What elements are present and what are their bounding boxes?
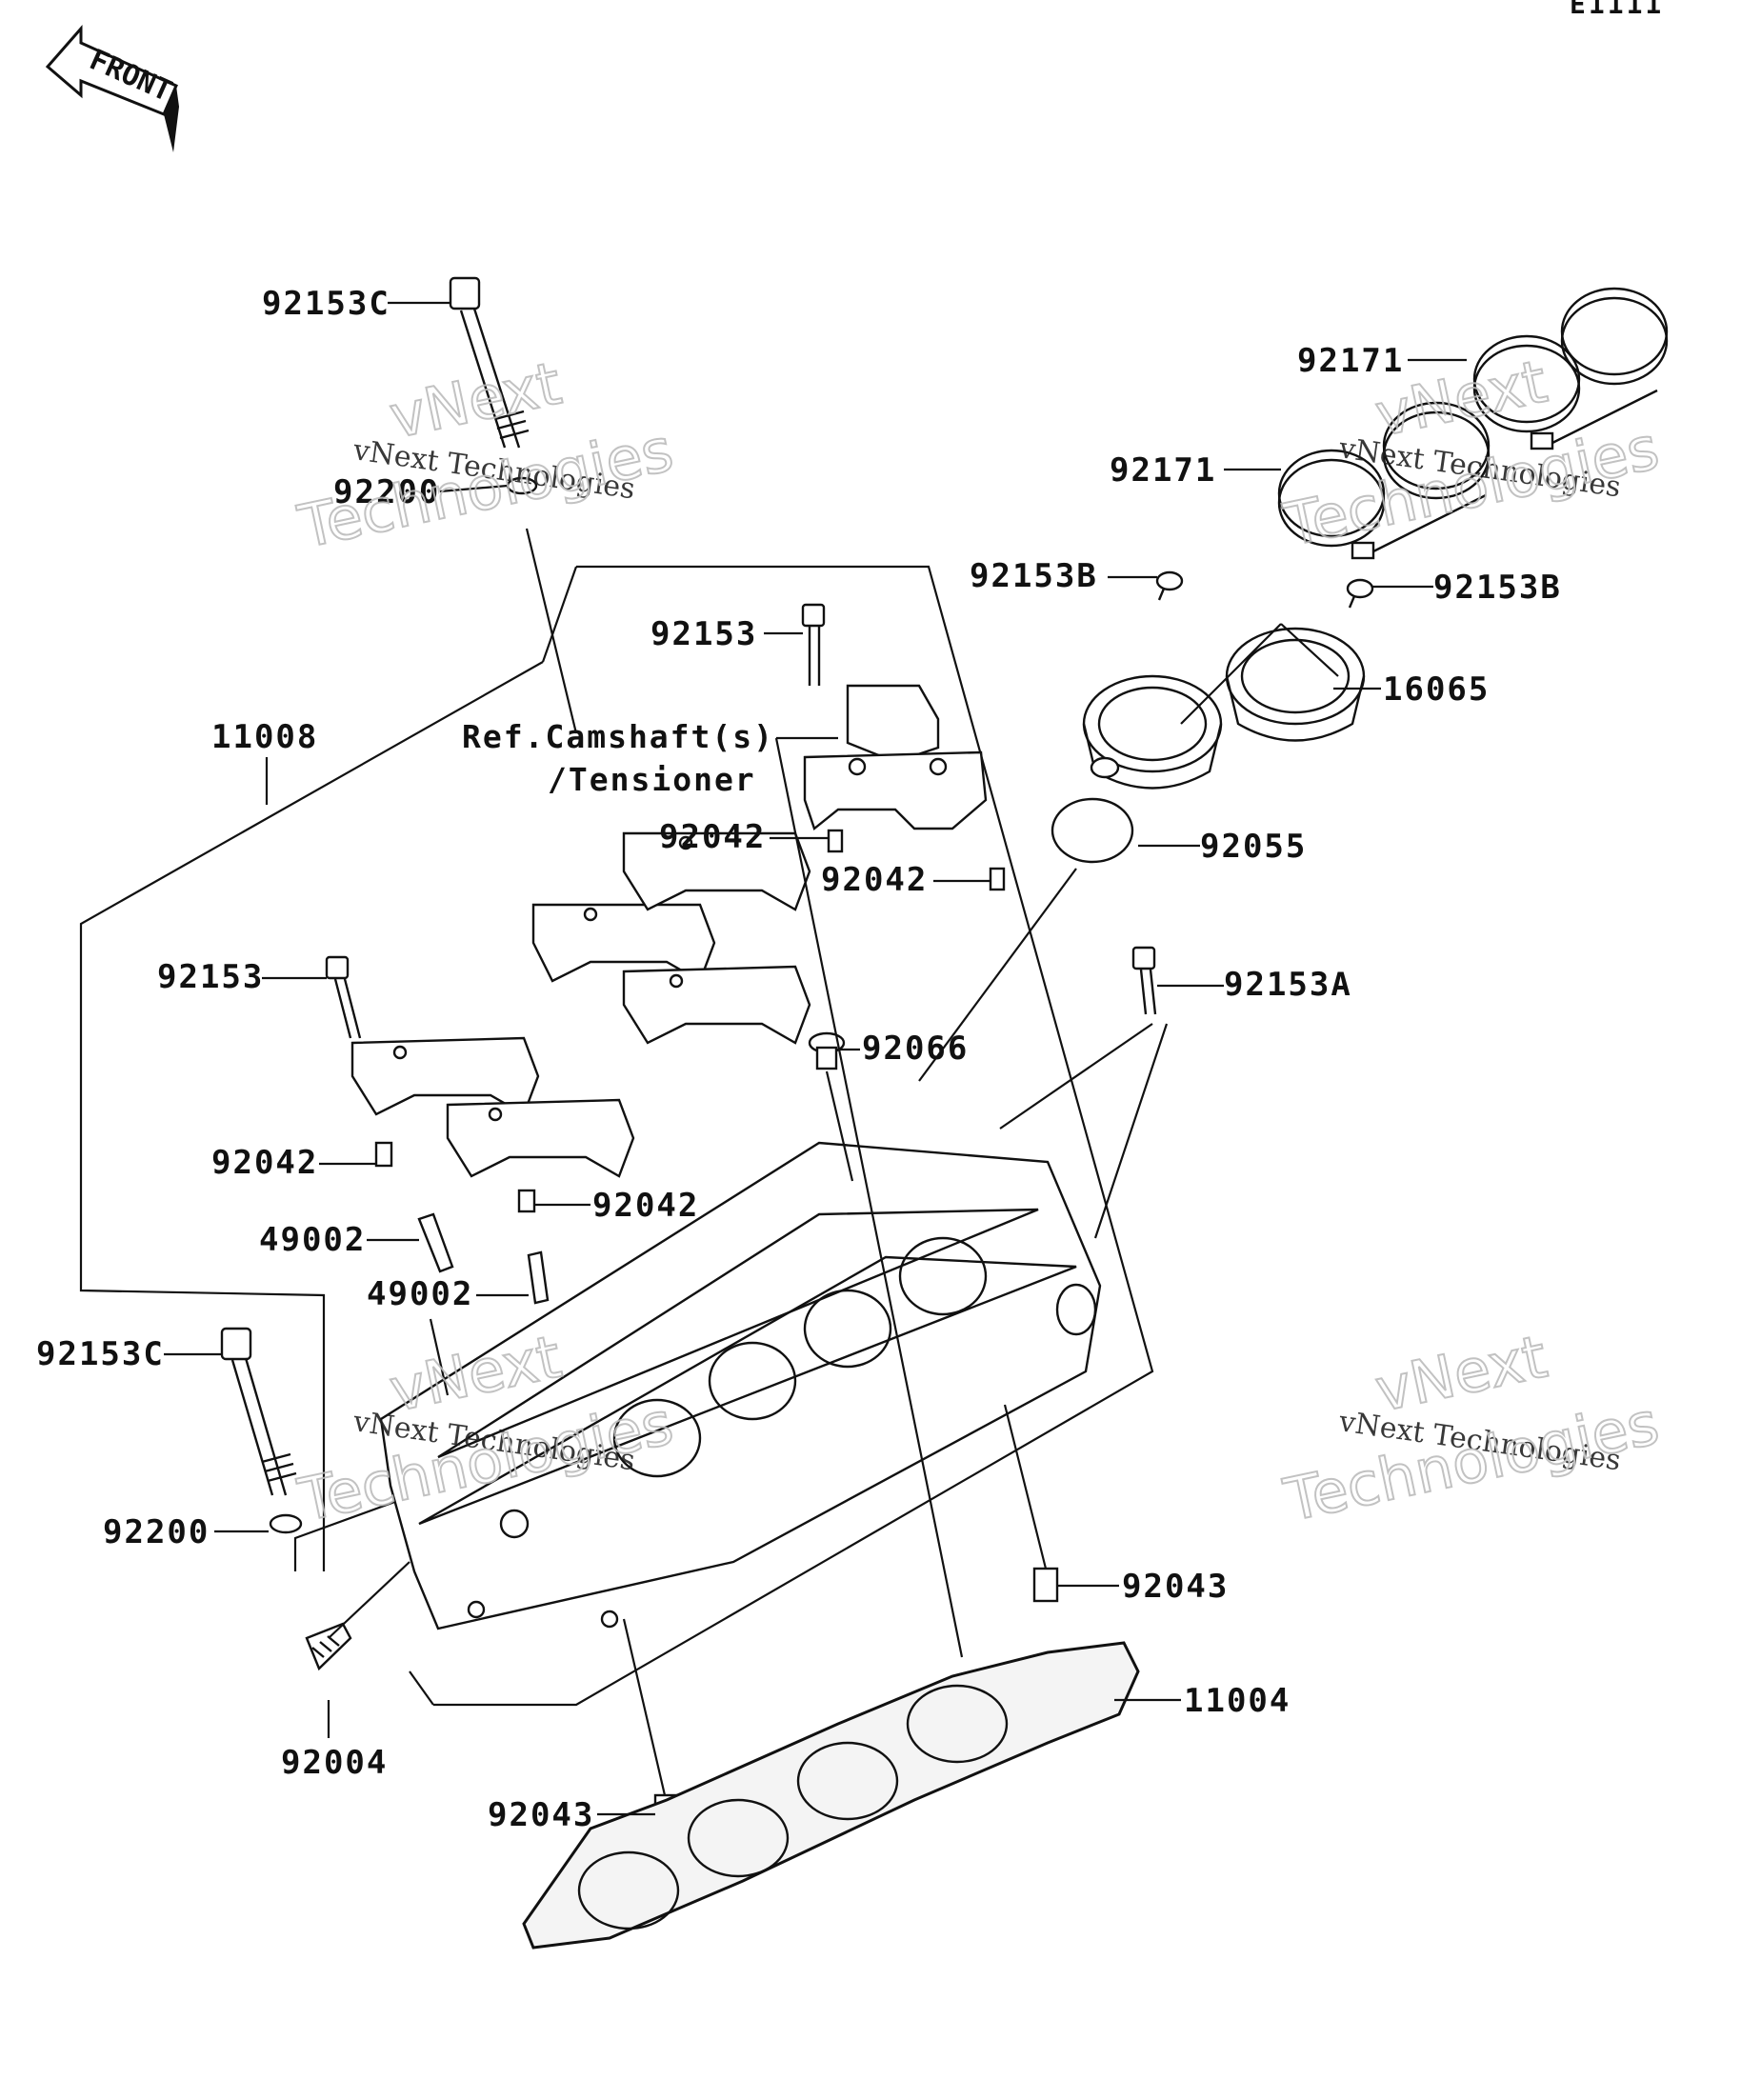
callout-92055: 92055 bbox=[1200, 828, 1307, 866]
plug-92066 bbox=[808, 1031, 846, 1070]
bolt-92153c-top bbox=[449, 276, 530, 449]
dowel-92043-right bbox=[1032, 1567, 1059, 1603]
stud-92004 bbox=[305, 1622, 352, 1671]
callout-92042-lower-b: 92042 bbox=[592, 1187, 699, 1225]
reference-note-line1: Ref.Camshaft(s) bbox=[462, 718, 774, 755]
callout-49002-a: 49002 bbox=[259, 1221, 366, 1259]
reference-note: Ref.Camshaft(s) /Tensioner bbox=[462, 718, 774, 798]
washer-92200-lower bbox=[269, 1513, 303, 1534]
callout-92153c-top: 92153C bbox=[262, 285, 390, 323]
callout-92042-lower-a: 92042 bbox=[211, 1144, 318, 1182]
callout-11004: 11004 bbox=[1184, 1682, 1291, 1720]
callout-92200-lower: 92200 bbox=[103, 1513, 210, 1551]
bolt-92153a bbox=[1131, 946, 1157, 1015]
callout-49002-b: 49002 bbox=[367, 1275, 473, 1313]
callout-92043-right: 92043 bbox=[1122, 1568, 1229, 1606]
watermark: vNext Technologies vNext Technologies vN… bbox=[291, 346, 1666, 1536]
cylinder-head-11008 bbox=[379, 1141, 1102, 1630]
callout-16065: 16065 bbox=[1383, 670, 1490, 709]
callout-92200-top: 92200 bbox=[333, 473, 440, 511]
o-ring-92055 bbox=[1051, 797, 1134, 864]
watermark-large-1a: vNext bbox=[384, 349, 567, 452]
callout-11008: 11008 bbox=[211, 718, 318, 756]
corner-code: E1111 bbox=[1570, 0, 1664, 20]
callout-92153a: 92153A bbox=[1224, 966, 1352, 1004]
callout-92153-left: 92153 bbox=[157, 958, 264, 996]
dowel-92042-d bbox=[517, 1189, 536, 1213]
callout-92004: 92004 bbox=[281, 1744, 388, 1782]
bolt-92153-upper bbox=[801, 603, 826, 686]
callout-92153b-left: 92153B bbox=[970, 557, 1098, 595]
screws-92153b bbox=[1155, 570, 1374, 609]
dowel-92042-c bbox=[374, 1141, 393, 1168]
dowel-92042-b bbox=[989, 867, 1006, 891]
callout-92171-lower: 92171 bbox=[1110, 451, 1216, 490]
watermark-large-4a: vNext bbox=[1370, 1322, 1552, 1426]
watermark-large-2b: Technologies bbox=[1278, 412, 1665, 559]
front-arrow-icon: FRONT bbox=[45, 25, 179, 152]
bolt-92153-left bbox=[325, 955, 362, 1039]
reference-note-line2: /Tensioner bbox=[548, 761, 756, 798]
assembly-outline bbox=[79, 565, 1154, 1707]
callout-92171-upper: 92171 bbox=[1297, 342, 1404, 380]
bolt-92153c-lower bbox=[220, 1327, 297, 1496]
dowel-92042-a bbox=[827, 829, 844, 853]
callout-92153-upper: 92153 bbox=[650, 615, 757, 653]
plugs-49002 bbox=[417, 1212, 550, 1305]
cam-cap-upper bbox=[803, 684, 988, 831]
callout-92066: 92066 bbox=[862, 1030, 969, 1068]
clamp-rings bbox=[1277, 287, 1669, 560]
leader-lines bbox=[164, 301, 1467, 1816]
callout-labels: 92153C 92200 92171 92171 92153B 92153B 9… bbox=[36, 285, 1562, 1834]
watermark-large-4b: Technologies bbox=[1278, 1388, 1665, 1534]
cam-caps bbox=[350, 831, 811, 1178]
callout-92153c-lower: 92153C bbox=[36, 1335, 165, 1373]
callout-92043-left: 92043 bbox=[488, 1796, 594, 1834]
head-gasket-11004 bbox=[522, 1641, 1140, 1950]
throttle-holders-16065 bbox=[1082, 627, 1366, 790]
callout-92153b-right: 92153B bbox=[1433, 569, 1562, 607]
watermark-large-1b: Technologies bbox=[292, 414, 679, 561]
callout-92042-upper-a: 92042 bbox=[659, 818, 766, 856]
callout-92042-upper-b: 92042 bbox=[821, 861, 928, 899]
